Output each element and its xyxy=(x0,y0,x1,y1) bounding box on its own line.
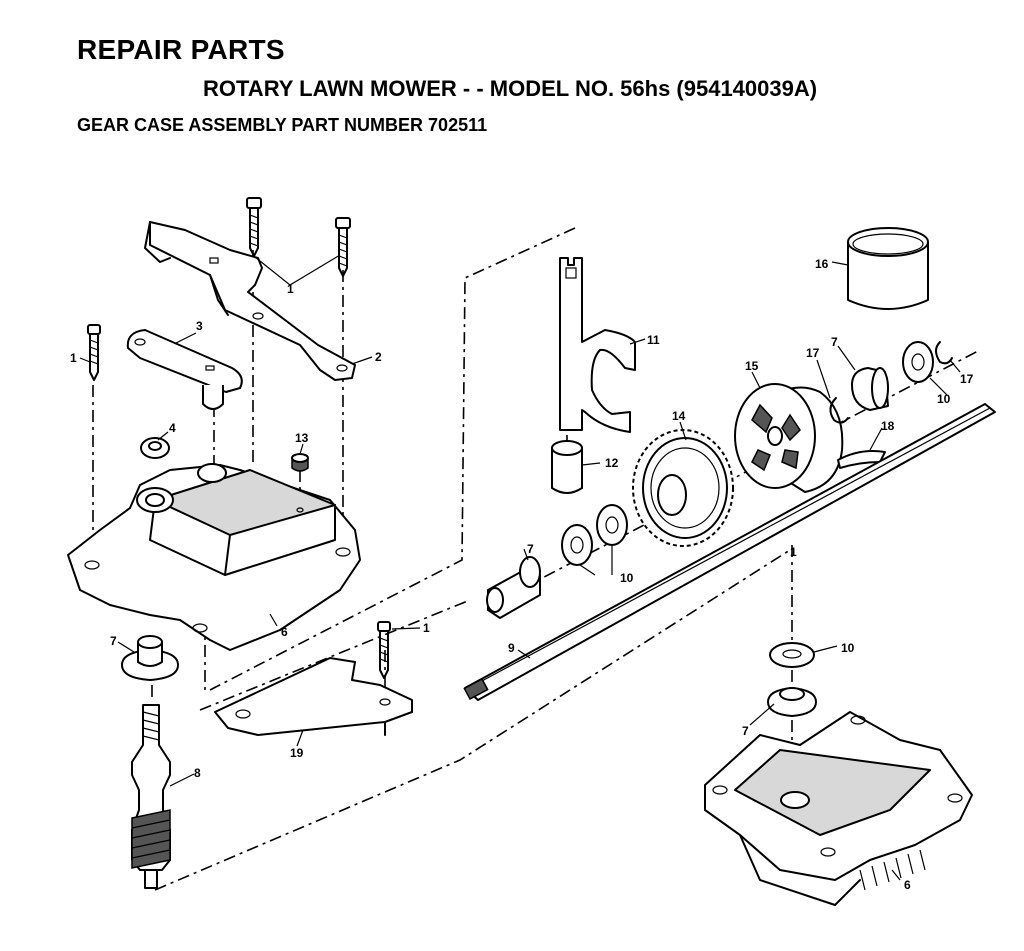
part-1-screws xyxy=(87,197,391,679)
callout-18: 18 xyxy=(881,419,895,433)
callout-7-middle: 7 xyxy=(527,542,534,556)
part-17-retaining-ring-a xyxy=(829,397,849,424)
callout-19: 19 xyxy=(290,746,304,760)
part-3-shift-lever xyxy=(126,329,243,410)
callout-labels: 1 1 1 1 2 3 4 6 6 7 7 7 7 8 9 10 10 10 1… xyxy=(70,257,974,892)
part-6-gear-case-lower xyxy=(704,711,973,906)
assembly-heading: GEAR CASE ASSEMBLY PART NUMBER 702511 xyxy=(77,115,488,135)
callout-17-right: 17 xyxy=(960,372,974,386)
page-title: REPAIR PARTS xyxy=(77,34,285,65)
callout-17-left: 17 xyxy=(806,346,820,360)
callout-3: 3 xyxy=(196,319,203,333)
part-10-washers-middle xyxy=(561,504,628,566)
callout-7-left: 7 xyxy=(110,634,117,648)
callout-8: 8 xyxy=(194,766,201,780)
callout-4: 4 xyxy=(169,421,176,435)
part-15-clutch xyxy=(734,383,844,493)
callout-6-upper: 6 xyxy=(281,625,288,639)
callout-6-lower: 6 xyxy=(904,878,911,892)
part-2-top-bracket xyxy=(144,221,356,381)
callout-2: 2 xyxy=(375,350,382,364)
callout-10-middle: 10 xyxy=(620,571,634,585)
callout-13: 13 xyxy=(295,431,309,445)
callout-7-lower: 7 xyxy=(742,724,749,738)
part-13-plug xyxy=(291,453,309,472)
callout-9: 9 xyxy=(508,641,515,655)
part-6-gear-case-upper xyxy=(67,463,361,651)
callout-1-left: 1 xyxy=(70,351,77,365)
callout-16: 16 xyxy=(815,257,829,271)
part-12-bushing xyxy=(551,440,583,494)
part-17-retaining-ring-b xyxy=(935,341,953,365)
model-subtitle: ROTARY LAWN MOWER - - MODEL NO. 56hs (95… xyxy=(203,76,818,101)
part-7-flange-bearing-lower xyxy=(767,687,817,717)
part-16-bearing-sleeve xyxy=(847,227,929,310)
callout-1-lower: 1 xyxy=(790,545,797,559)
part-9-drive-shaft xyxy=(463,403,996,701)
callout-14: 14 xyxy=(672,409,686,423)
part-11-shift-fork xyxy=(559,257,636,433)
part-7-flange-bearing-middle xyxy=(486,556,541,619)
part-7-flange-bearing-upper xyxy=(851,367,889,411)
part-10-washer-upper xyxy=(902,341,934,383)
callout-10-upper: 10 xyxy=(937,392,951,406)
callout-1-plate: 1 xyxy=(423,621,430,635)
callout-1-top: 1 xyxy=(287,282,294,296)
part-7-flange-bearing-left xyxy=(121,635,179,681)
callout-7-upper: 7 xyxy=(831,335,838,349)
callout-11: 11 xyxy=(647,333,660,347)
callout-10-lower: 10 xyxy=(841,641,855,655)
callout-12: 12 xyxy=(605,456,619,470)
part-19-mounting-plate xyxy=(214,657,413,736)
part-10-washer-lower xyxy=(769,642,815,668)
part-4-washer xyxy=(140,437,170,459)
callout-15: 15 xyxy=(745,359,759,373)
part-8-worm-shaft xyxy=(131,704,171,889)
part-14-bevel-gear xyxy=(632,429,734,547)
leader-lines xyxy=(79,261,961,881)
